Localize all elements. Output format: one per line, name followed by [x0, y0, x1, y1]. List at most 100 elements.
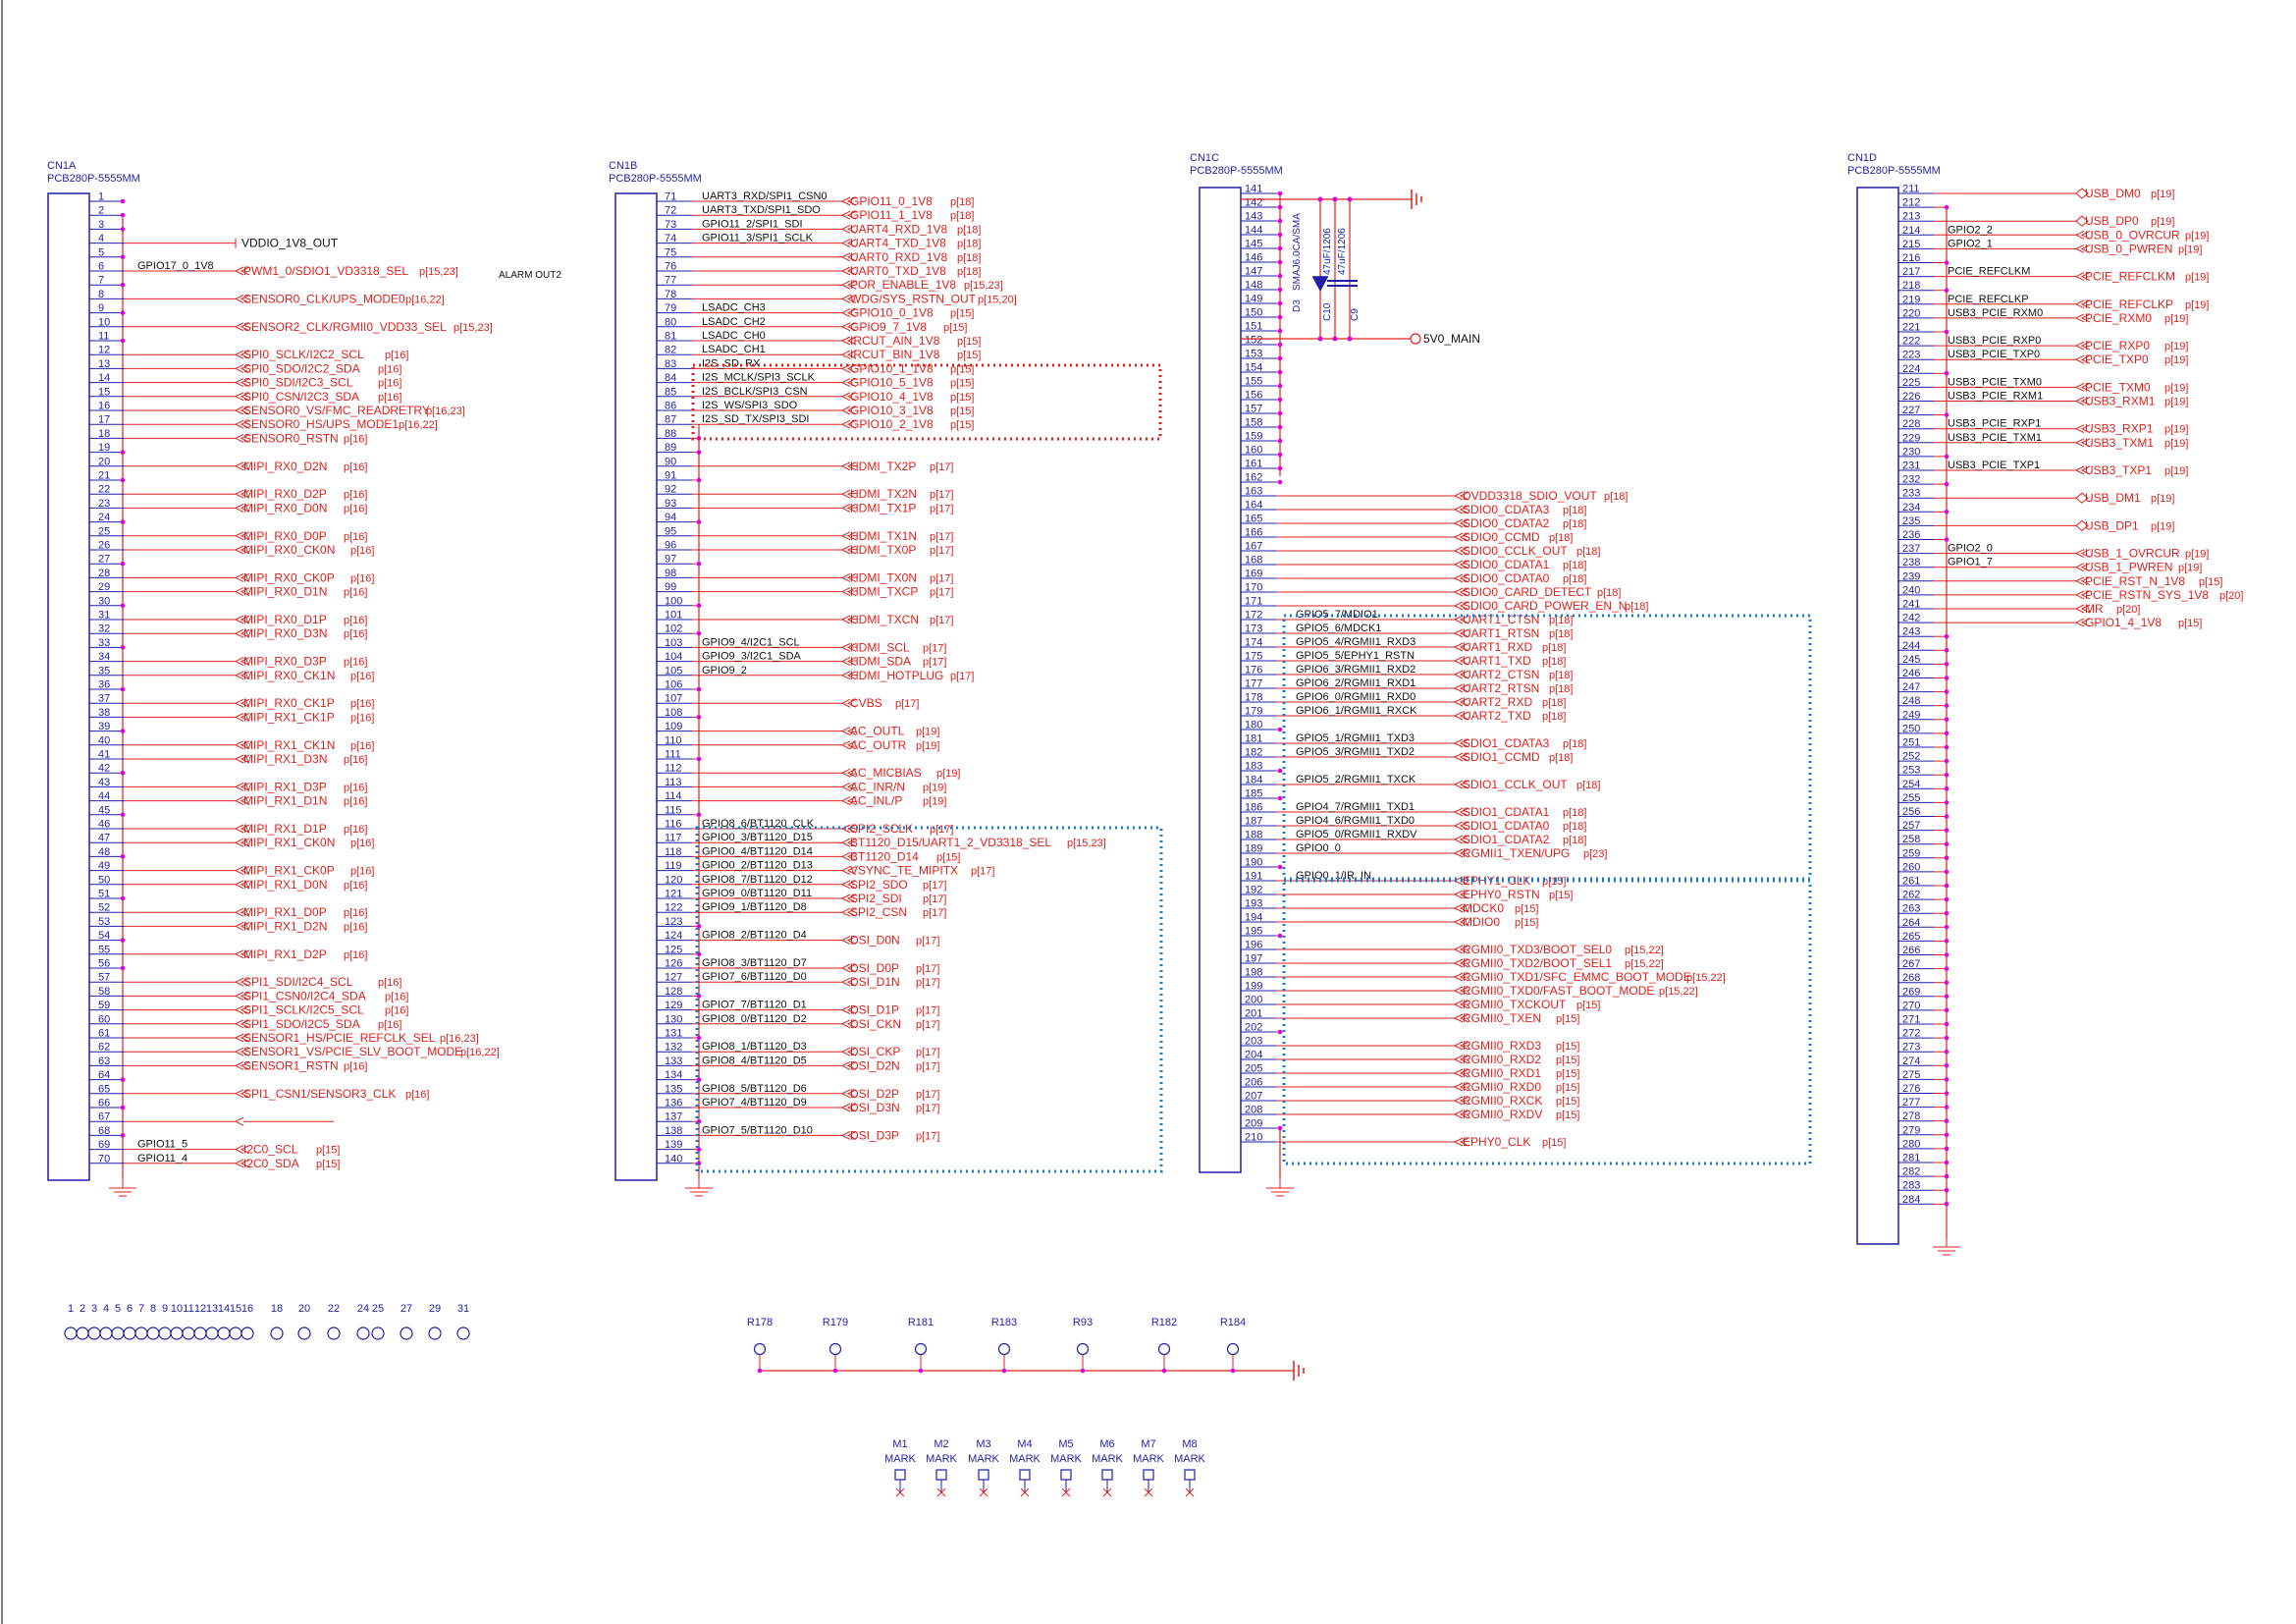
net-label: UART1_RTSN [1463, 626, 1539, 640]
pin-number: 101 [665, 610, 682, 622]
page-reference: p[19] [923, 796, 946, 808]
pin-number: 111 [665, 749, 681, 761]
pin-row: 257 [1898, 820, 1949, 833]
page-reference: p[15,23] [1067, 838, 1106, 849]
pin-number: 154 [1245, 362, 1262, 374]
pin-number: 54 [98, 930, 110, 942]
resistor-pad [753, 1342, 767, 1356]
off-page-arrow-icon [2074, 341, 2085, 351]
off-page-arrow-icon [840, 1103, 851, 1112]
pin-number: 90 [665, 456, 676, 467]
test-point-label: 15 [230, 1303, 241, 1315]
pin-number: 258 [1902, 834, 1920, 845]
net-label: PCIE_RSTN_SYS_1V8 [2085, 588, 2209, 602]
off-page-arrow-icon [2080, 382, 2091, 392]
pin-row: 51 [89, 889, 126, 901]
page-reference: p[18] [1576, 780, 1600, 791]
pin-number: 178 [1245, 692, 1262, 704]
off-page-arrow-icon [240, 1089, 250, 1099]
pin-number: 136 [665, 1098, 682, 1110]
junction-dot [1944, 454, 1949, 460]
pin-number: 244 [1902, 640, 1920, 652]
off-page-arrow-icon [846, 936, 857, 946]
net-label: DSI_D2N [850, 1058, 900, 1072]
off-page-arrow-icon [846, 782, 857, 791]
page-reference: p[18] [1542, 711, 1566, 723]
off-page-arrow-icon [840, 615, 851, 624]
net-label: BT1120_D15/UART1_2_VD3318_SEL [850, 836, 1051, 849]
junction-dot [1944, 288, 1949, 294]
bidirectional-port-icon [2075, 492, 2089, 504]
pin-row: 144 [1241, 225, 1283, 238]
mark-label: MARK [926, 1453, 957, 1465]
off-page-arrow-icon [2074, 272, 2085, 282]
net-label: EPHY0_RSTN [1463, 888, 1540, 901]
off-page-arrow-icon [234, 740, 244, 750]
off-page-arrow-icon [846, 252, 857, 262]
pin-number: 260 [1902, 861, 1920, 873]
off-page-arrow-icon [2080, 341, 2091, 351]
pin-row: 100 [657, 595, 702, 609]
pin-number: 91 [665, 470, 676, 482]
off-page-arrow-icon [1459, 945, 1469, 954]
off-page-arrow-icon [1453, 615, 1464, 624]
pin-number: 214 [1902, 225, 1920, 237]
net-label: AC_INL/P [850, 794, 902, 808]
junction-dot [696, 1077, 702, 1082]
page-reference: p[15] [950, 363, 974, 375]
pin-number: 119 [665, 860, 682, 872]
off-page-arrow-icon [846, 239, 857, 248]
pin-number: 65 [98, 1083, 110, 1095]
off-page-arrow-icon [1453, 656, 1464, 666]
off-page-arrow-icon [1459, 615, 1469, 624]
off-page-arrow-icon [240, 1019, 250, 1029]
signal-name: GPIO2_1 [1948, 238, 1993, 249]
off-page-arrow-icon [2074, 465, 2085, 475]
net-label: VSYNC_TE_MIPITX [850, 864, 958, 878]
off-page-arrow-icon [846, 893, 857, 903]
junction-dot [1944, 772, 1949, 778]
signal-name: GPIO7_6/BT1120_D0 [702, 971, 807, 983]
page-reference: p[15,22] [1659, 986, 1698, 998]
junction-dot [1944, 828, 1949, 833]
pin-row: 148 [1241, 280, 1283, 293]
mark-ref: M1 [892, 1438, 907, 1450]
page-reference: p[19] [2178, 563, 2202, 574]
net-label: SPI2_SDO [850, 878, 908, 892]
pin-number: 233 [1902, 488, 1920, 500]
pin-row: 145 [1241, 239, 1283, 251]
diode-ref: D3 [1292, 299, 1303, 312]
junction-dot [1944, 994, 1949, 1000]
net-label: UART4_RXD_1V8 [850, 222, 947, 236]
junction-dot [1317, 196, 1323, 202]
page-reference: p[15] [316, 1159, 340, 1170]
junction-dot [1944, 703, 1949, 708]
signal-name: GPIO11_2/SPI1_SDI [702, 218, 803, 230]
off-page-arrow-icon [240, 378, 250, 388]
pin-row: 159 [1241, 431, 1283, 444]
junction-dot [120, 686, 126, 692]
page-reference: p[17] [923, 907, 946, 919]
off-page-arrow-icon [2074, 313, 2085, 323]
net-label: SDIO0_CDATA3 [1463, 503, 1550, 516]
off-page-arrow-icon [234, 322, 244, 332]
page-reference: p[16] [344, 503, 367, 514]
off-page-arrow-icon [840, 489, 851, 499]
pin-number: 24 [98, 512, 110, 523]
page-reference: p[16] [350, 698, 374, 710]
off-page-arrow-icon [840, 419, 851, 429]
off-page-arrow-icon [1453, 573, 1464, 583]
